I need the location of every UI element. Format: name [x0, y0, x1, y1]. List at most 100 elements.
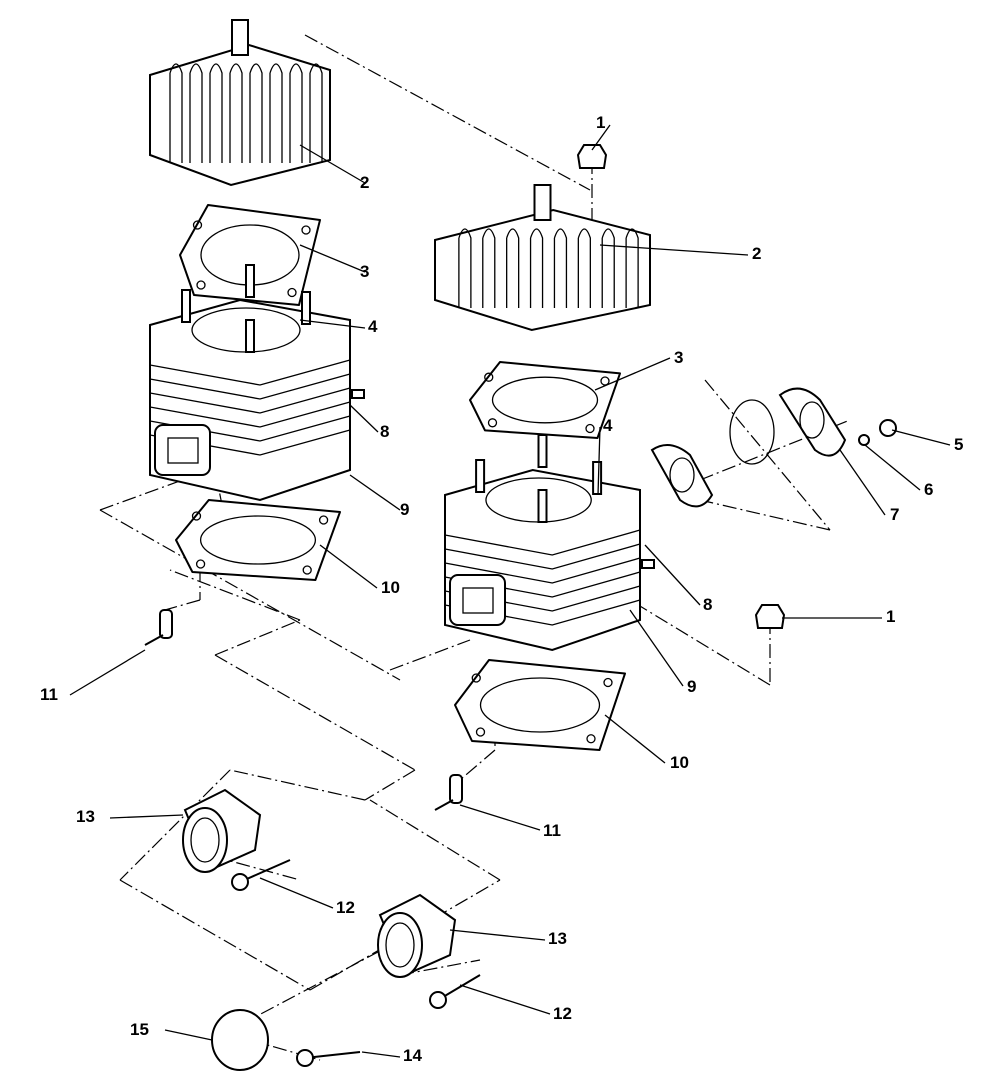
nut-body [576, 144, 608, 169]
nut [879, 419, 897, 437]
bolt-hole [318, 515, 329, 525]
cooling-fin [269, 63, 283, 163]
cooling-fin [149, 373, 351, 400]
callout-3-head-gasket: 3 [674, 348, 683, 367]
bore-hole [491, 376, 599, 424]
bolt-hole [191, 511, 202, 521]
cooling-fin [444, 543, 641, 570]
bolt-hole [287, 287, 297, 298]
leader-line [299, 244, 366, 273]
leader-line [361, 1051, 401, 1058]
centerline [229, 769, 366, 801]
cooling-fin [577, 228, 591, 308]
leader-line [599, 244, 749, 256]
bolt [429, 974, 481, 1009]
intake-gasket [650, 444, 714, 508]
callout-3-head-gasket: 3 [360, 262, 369, 281]
bolt-hole [586, 734, 596, 744]
callout-11-fitting: 11 [40, 685, 58, 704]
centerline [119, 879, 311, 991]
cooling-fin [444, 557, 641, 584]
callout-4-stud: 4 [368, 317, 378, 336]
exhaust-port [449, 574, 506, 626]
gasket-outline [469, 361, 621, 439]
leader-line [604, 714, 666, 764]
callout-12-bolt: 12 [336, 898, 355, 917]
leader-line [349, 474, 401, 511]
leader-lines [69, 124, 951, 1058]
bore-hole [479, 677, 601, 733]
boot-opening [385, 922, 415, 968]
callout-10-base-gasket: 10 [670, 753, 689, 772]
cooling-fin [209, 63, 223, 163]
leader-line [459, 984, 551, 1015]
cooling-fin [149, 401, 351, 428]
callout-1-nut: 1 [596, 113, 605, 132]
cooling-fin [229, 63, 243, 163]
centerline [369, 799, 501, 881]
gasket-hole [799, 401, 825, 439]
leader-line [591, 124, 611, 151]
leader-line [594, 357, 671, 391]
parts [144, 19, 897, 1071]
cooling-fin [444, 529, 641, 556]
leader-line [629, 609, 684, 687]
bolt-shank [304, 1051, 361, 1059]
intake-gasket [778, 387, 847, 457]
cooling-fin [249, 63, 263, 163]
cylinder-head-left [149, 19, 331, 187]
cylinder-right [444, 434, 655, 652]
cooling-fin [529, 228, 544, 308]
cooling-fin [553, 228, 568, 308]
cooling-fin [149, 359, 351, 386]
fitting-nipple [144, 634, 164, 646]
cylinder-head-right [434, 184, 651, 332]
leader-line [449, 929, 546, 941]
gasket-outline [179, 204, 321, 306]
cooling-fin [289, 63, 303, 163]
cylinder-left [149, 264, 365, 502]
leader-line [299, 319, 366, 329]
cooling-fin [309, 63, 323, 163]
callout-8-plug: 8 [703, 595, 712, 614]
bolt-hole [484, 372, 494, 382]
leader-line [319, 544, 378, 589]
gasket-outline [454, 659, 626, 751]
fitting [144, 609, 173, 646]
callout-6-washer: 6 [924, 480, 933, 499]
leader-line [839, 449, 886, 516]
leader-line [164, 1029, 213, 1041]
leader-line [259, 877, 334, 909]
leader-line [644, 544, 701, 606]
intake-boot [377, 893, 457, 978]
leader-line [299, 144, 366, 184]
bolt-hole [471, 673, 481, 683]
leader-line [864, 444, 921, 491]
centerline [99, 509, 401, 681]
callout-2-cylinder-head: 2 [360, 173, 369, 192]
centerline [699, 419, 851, 481]
bolt-shank [239, 859, 291, 883]
head-gasket-right [469, 361, 621, 439]
fitting-nipple [434, 799, 454, 811]
base-gasket-right [454, 659, 626, 751]
cooling-fin [189, 63, 203, 163]
plug [641, 559, 655, 569]
bolt [296, 1049, 361, 1067]
bolt-hole [302, 565, 312, 575]
centerline [389, 639, 471, 671]
centerline [119, 769, 231, 881]
fitting-body [159, 609, 173, 639]
stud [537, 434, 548, 468]
port-opening [167, 437, 199, 464]
leader-line [891, 429, 951, 446]
cooling-fin [625, 228, 639, 308]
flange-nut [754, 604, 786, 629]
bolt-hole [585, 423, 595, 434]
bore-hole [199, 515, 317, 565]
callout-2-cylinder-head: 2 [752, 244, 761, 263]
exhaust-port [154, 424, 211, 476]
callout-7-gasket: 7 [890, 505, 899, 524]
